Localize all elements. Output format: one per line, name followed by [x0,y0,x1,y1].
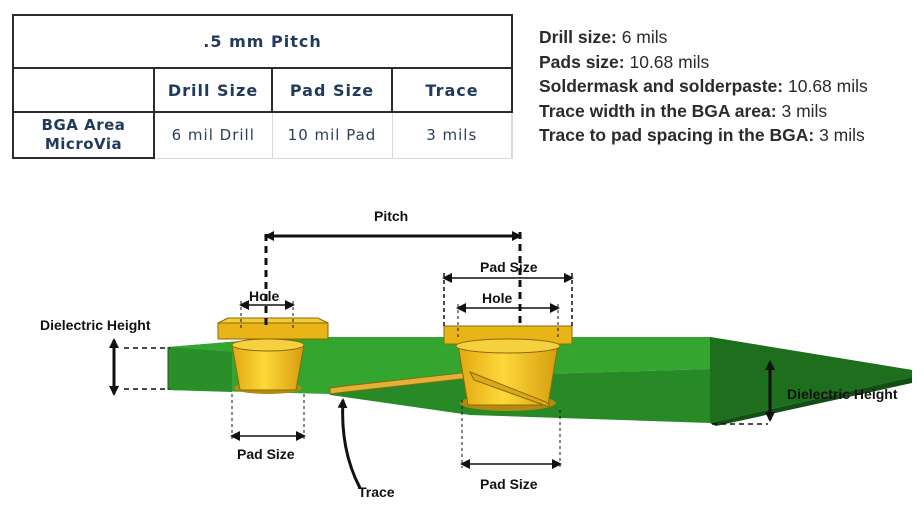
spec-value: 10.68 mils [788,76,868,96]
spec-label: Trace to pad spacing in the BGA: [539,125,815,145]
spec-value: 3 mils [781,100,828,121]
right-via [443,325,573,411]
left-via [217,317,329,394]
board-left-face [168,347,232,392]
spec-label: Pads size: [539,51,625,72]
spec-list: Drill size: 6 mils Pads size: 10.68 mils… [539,25,868,148]
left-via-pad-top [217,317,329,324]
spec-pad-size: Pads size: 10.68 mils [539,50,868,75]
pad-size-label-top: Pad Size [480,259,538,275]
row-label-bga-microvia: BGA Area MicroVia [12,111,155,159]
header-trace: Trace [391,67,513,113]
spec-label: Trace width in the BGA area: [539,100,777,121]
spec-value: 10.68 mils [629,51,710,72]
dielectric-label-right: Dielectric Height [787,386,898,402]
hole-label-left: Hole [249,288,280,304]
trace-label: Trace [358,484,395,500]
trace-callout-arrow [337,398,362,489]
pitch-label: Pitch [374,208,408,224]
table-title: .5 mm Pitch [12,14,513,69]
bottom-right-pad-size-dimension: Pad Size [460,400,562,492]
left-hole-dimension: Hole [239,288,295,330]
spec-drill-size: Drill size: 6 mils [539,25,868,50]
board-right-side [710,337,912,423]
right-via-trace-stub [468,371,553,409]
spec-label: Drill size: [539,27,617,47]
right-via-rim [455,338,561,354]
spec-trace-width: Trace width in the BGA area: 3 mils [539,99,868,124]
board-bottom-strip [710,377,912,426]
pad-size-label-bottom-right: Pad Size [480,476,538,492]
cell-pad-size: 10 mil Pad [271,111,393,159]
bottom-left-pad-size-dimension: Pad Size [230,394,306,462]
left-via-rim [231,338,305,352]
spec-label: Soldermask and solderpaste: [539,76,784,96]
left-dielectric-dimension: Dielectric Height [40,317,170,396]
row-label-line2: MicroVia [44,135,123,153]
pad-size-label-bottom-left: Pad Size [237,446,295,462]
trace-callout: Trace [337,398,395,500]
left-via-pad [217,322,329,340]
dielectric-label-left: Dielectric Height [40,317,151,333]
spec-value: 3 mils [819,125,865,145]
pitch-spec-table: .5 mm Pitch Drill Size Pad Size Trace BG… [12,14,513,159]
board-top-main [168,337,710,394]
cell-trace: 3 mils [391,111,513,159]
right-dielectric-dimension: Dielectric Height [712,360,898,425]
spec-soldermask: Soldermask and solderpaste: 10.68 mils [539,74,868,99]
header-empty [12,67,155,113]
spec-value: 6 mils [621,27,668,47]
left-via-barrel [231,344,305,391]
spec-trace-spacing: Trace to pad spacing in the BGA: 3 mils [539,123,868,148]
header-drill-size: Drill Size [153,67,273,113]
hole-label-right: Hole [482,290,513,306]
pitch-dimension: Pitch [264,208,522,330]
cell-drill-size: 6 mil Drill [153,111,273,159]
right-pad-size-dimension: Pad Size Hole [442,259,574,340]
row-label-line1: BGA Area [41,116,126,134]
header-pad-size: Pad Size [271,67,393,113]
